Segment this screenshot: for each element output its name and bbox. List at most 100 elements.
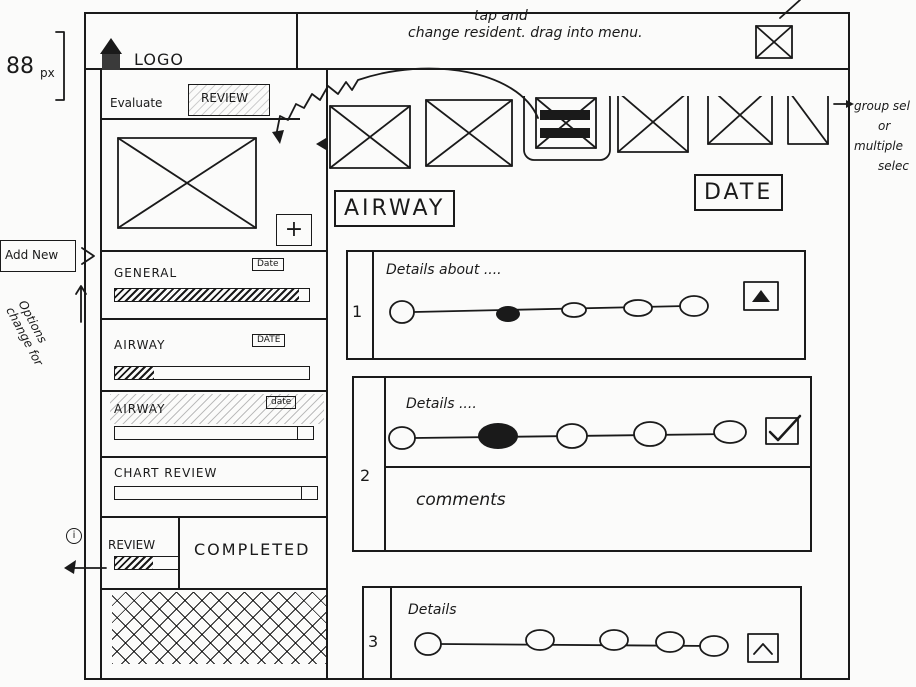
rating-option <box>525 629 555 651</box>
thumbnail-selected <box>523 96 611 161</box>
rating-scale[interactable] <box>388 418 758 458</box>
group-note-line4: selec <box>878 159 909 173</box>
question-text: Details <box>408 602 457 618</box>
question-number: 3 <box>368 632 379 651</box>
progress-fill <box>115 487 302 499</box>
add-new-button[interactable]: + <box>276 214 312 246</box>
divider <box>100 516 328 518</box>
rating-option <box>713 420 747 444</box>
sidebar-item-general-label: GENERAL <box>114 266 178 280</box>
pointer-line <box>779 0 801 19</box>
rating-option <box>679 295 709 317</box>
group-note-line1: group sel <box>854 99 910 113</box>
scroll-left-arrow-icon[interactable] <box>314 134 328 154</box>
rating-option <box>388 426 416 450</box>
expand-up-icon[interactable] <box>742 280 782 314</box>
resident-thumbnails <box>329 96 829 169</box>
date-button[interactable]: DATE <box>694 174 784 211</box>
header-bar <box>84 12 850 70</box>
tab-underline <box>100 118 300 120</box>
rating-scale[interactable] <box>386 290 716 330</box>
measure-unit: px <box>40 66 55 80</box>
thumbnail <box>707 96 773 145</box>
date-badge: date <box>266 396 297 409</box>
header-divider <box>296 12 298 70</box>
header-image-placeholder[interactable] <box>752 20 800 64</box>
progress-bar <box>114 288 310 302</box>
header-note: tap and change resident. drag into menu. <box>408 8 643 42</box>
question-number: 1 <box>352 302 363 321</box>
expand-up-icon[interactable] <box>746 632 786 666</box>
review-label[interactable]: REVIEW <box>108 538 156 552</box>
rating-option <box>699 635 729 657</box>
resident-photo-placeholder <box>117 137 257 229</box>
logo-house-icon <box>100 38 122 70</box>
drag-path <box>272 67 539 144</box>
rating-option <box>556 423 588 449</box>
date-badge: Date <box>252 258 284 271</box>
progress-bar <box>114 426 314 440</box>
add-new-annotation: Add New <box>0 240 76 272</box>
sidebar-item-chart-review-label: CHART REVIEW <box>114 466 218 480</box>
sidebar <box>100 70 328 680</box>
comments-field[interactable]: comments <box>416 490 506 510</box>
question-text: Details .... <box>406 396 477 412</box>
header-note-line2: change resident. drag into menu. <box>408 25 643 41</box>
group-note-line2: or <box>878 119 891 133</box>
divider <box>100 390 328 392</box>
completed-label[interactable]: COMPLETED <box>194 540 311 559</box>
rating-option <box>599 629 629 651</box>
divider <box>100 318 328 320</box>
header-note-line1: tap and <box>474 8 528 24</box>
measure-bracket <box>55 31 65 101</box>
progress-fill <box>115 289 300 301</box>
review-fill <box>115 557 154 569</box>
info-icon: i <box>66 528 82 544</box>
card-number-divider <box>390 588 392 680</box>
right-arrow-icon <box>81 247 95 265</box>
rating-option-selected <box>478 423 518 449</box>
group-note-line3: multiple <box>854 139 904 153</box>
thumbnail <box>787 96 829 145</box>
comments-divider <box>384 466 810 468</box>
divider <box>100 588 328 590</box>
app-window <box>84 12 850 680</box>
question-card <box>362 586 802 680</box>
tab-evaluate[interactable]: Evaluate <box>110 96 163 110</box>
add-new-text: Add New <box>5 248 59 262</box>
card-number-divider <box>372 252 374 358</box>
rating-option <box>655 631 685 653</box>
progress-bar <box>114 486 318 500</box>
group-select-note: group sel or multiple selec <box>854 96 916 176</box>
divider <box>100 456 328 458</box>
card-number-divider <box>384 378 386 550</box>
progress-bar <box>114 366 310 380</box>
review-progress <box>114 556 180 570</box>
divider <box>100 250 328 252</box>
checkbox-checked-icon[interactable] <box>764 414 804 448</box>
sidebar-item-airway-label: AIRWAY <box>114 338 166 352</box>
section-title: AIRWAY <box>334 190 456 227</box>
question-number: 2 <box>360 466 371 485</box>
progress-fill <box>115 367 154 379</box>
right-arrow-icon <box>833 100 854 108</box>
tab-review-label: REVIEW <box>201 91 249 105</box>
rating-option <box>633 421 667 447</box>
crosshatch-area <box>112 592 326 664</box>
tab-review[interactable]: REVIEW <box>188 84 270 116</box>
thumbnail <box>425 99 513 167</box>
options-note: Options change for <box>3 298 58 368</box>
sidebar-item-airway-active-label: AIRWAY <box>114 402 166 416</box>
rating-option <box>623 299 653 317</box>
progress-fill <box>115 427 299 439</box>
logo-text: LOGO <box>134 50 184 69</box>
rating-scale[interactable] <box>412 626 742 666</box>
rating-option <box>561 302 587 318</box>
question-text: Details about .... <box>386 262 502 278</box>
rating-option <box>389 300 415 324</box>
selected-item-hatch <box>110 394 324 424</box>
measure-value: 88 <box>6 54 34 79</box>
divider <box>178 518 180 588</box>
thumbnail <box>329 105 411 169</box>
thumbnail <box>617 96 689 153</box>
